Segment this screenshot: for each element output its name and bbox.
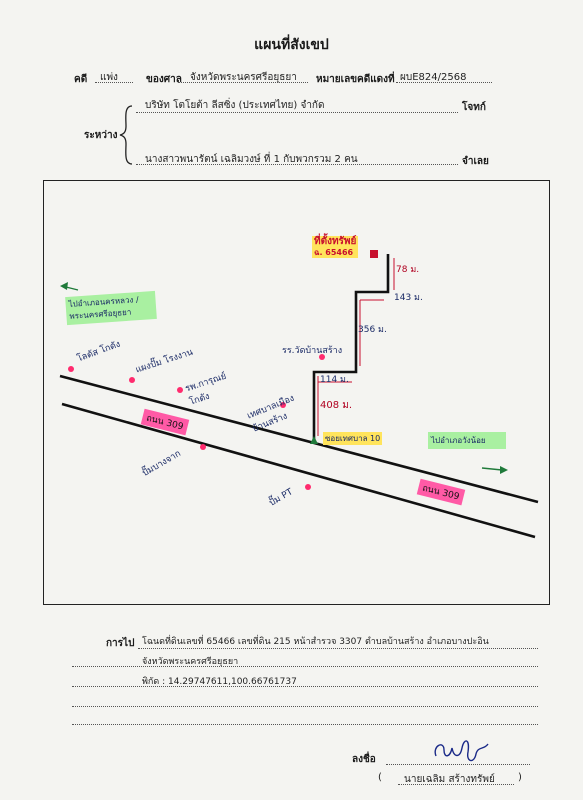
start-marker xyxy=(310,436,318,444)
dot-lotus xyxy=(68,366,74,372)
left-arrow-head xyxy=(60,282,68,290)
coordinates: พิกัด : 14.29747611,100.66761737 xyxy=(142,677,297,687)
dot-municipality xyxy=(280,402,286,408)
parties-brace xyxy=(119,105,133,165)
directions-line-1: โฉนดที่ดินเลขที่ 65466 เลขที่ดิน 215 หน้… xyxy=(142,637,489,647)
target-deed: ฉ. 65466 xyxy=(314,248,354,257)
case-type-line xyxy=(95,82,133,83)
distance-2: 114 ม. xyxy=(320,375,349,385)
soi-label: ซอยเทศบาล 10 xyxy=(323,432,383,445)
court-label: ของศาล xyxy=(146,74,182,85)
directions-dotline-5 xyxy=(72,724,538,725)
signer-name-line xyxy=(398,784,514,785)
case-number: ผบE824/2568 xyxy=(400,72,467,83)
distance-3: 356 ม. xyxy=(358,325,387,335)
signer-name: นายเฉลิม สร้างทรัพย์ xyxy=(404,774,495,785)
plaintiff-line xyxy=(136,112,458,113)
dot-bangchak xyxy=(200,444,206,450)
target-label: ที่ตั้งทรัพย์ ฉ. 65466 xyxy=(312,236,359,258)
defendant-line xyxy=(136,164,458,165)
signature-image xyxy=(434,740,489,762)
plaintiff-name: บริษัท โตโยต้า ลีสซิ่ง (ประเทศไทย) จำกัด xyxy=(145,100,325,111)
school-label: รร.วัดบ้านสร้าง xyxy=(282,346,343,356)
directions-label: การไป xyxy=(106,638,135,649)
sign-label: ลงชื่อ xyxy=(352,754,376,765)
court-name: จังหวัดพระนครศรีอยุธยา xyxy=(190,72,297,83)
case-number-line xyxy=(396,82,492,83)
distance-5: 78 ม. xyxy=(396,265,420,275)
map-frame xyxy=(43,180,550,605)
road-upper-edge xyxy=(59,374,539,504)
defendant-name: นางสาวพนารัตน์ เฉลิมวงษ์ ที่ 1 กับพวกรวม… xyxy=(145,154,358,165)
distance-4: 143 ม. xyxy=(394,293,423,303)
right-arrow-head xyxy=(500,466,508,474)
soi-path xyxy=(312,254,390,440)
directions-dotline-3 xyxy=(72,686,538,687)
case-label: คดี xyxy=(74,74,88,85)
plaintiff-role: โจทก์ xyxy=(462,102,486,113)
dot-pt xyxy=(305,484,311,490)
sign-line xyxy=(386,764,530,765)
dot-factory xyxy=(129,377,135,383)
page-title: แผนที่สังเขป xyxy=(254,37,329,53)
directions-dotline-2 xyxy=(72,666,538,667)
right-direction-label: ไปอำเภอวังน้อย xyxy=(428,432,506,449)
dot-hospital xyxy=(177,387,183,393)
directions-dotline-1 xyxy=(138,648,538,649)
right-arrow xyxy=(481,467,503,471)
case-number-label: หมายเลขคดีแดงที่ xyxy=(316,74,395,85)
court-name-line xyxy=(178,82,308,83)
signer-open-paren: ( xyxy=(378,772,382,783)
directions-dotline-4 xyxy=(72,706,538,707)
between-label: ระหว่าง xyxy=(84,130,118,141)
directions-line-2: จังหวัดพระนครศรีอยุธยา xyxy=(142,657,239,667)
target-marker xyxy=(370,250,378,258)
distance-1: 408 ม. xyxy=(320,400,353,411)
dot-school xyxy=(319,354,325,360)
signer-close-paren: ) xyxy=(518,772,522,783)
target-label-text: ที่ตั้งทรัพย์ xyxy=(314,236,357,247)
road-lower-edge xyxy=(61,402,536,539)
case-type: แพ่ง xyxy=(100,72,118,83)
defendant-role: จำเลย xyxy=(462,156,489,167)
